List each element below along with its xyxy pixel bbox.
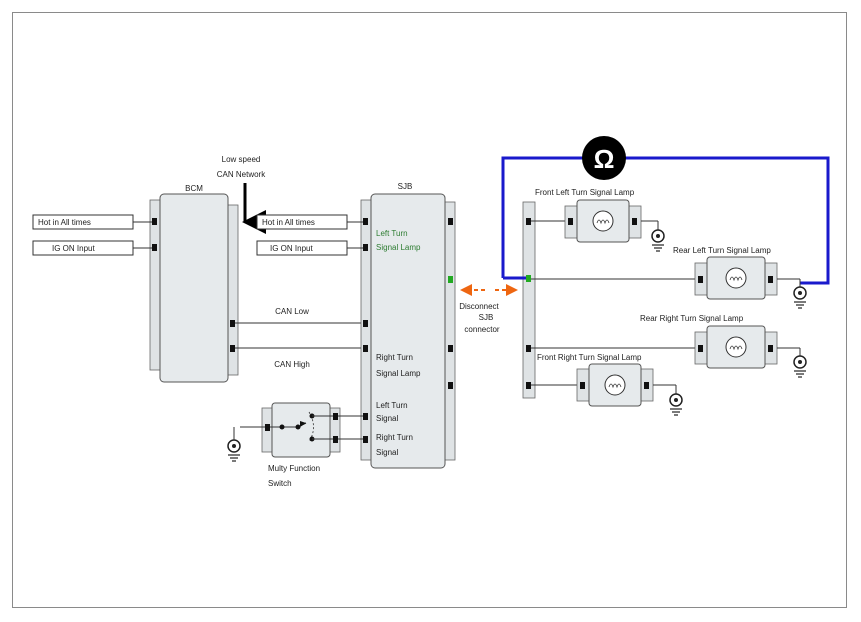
- svg-text:Left Turn: Left Turn: [376, 229, 408, 238]
- bcm-module: BCM: [149, 184, 239, 383]
- can-high-wire: CAN High: [235, 347, 363, 369]
- svg-text:CAN Low: CAN Low: [275, 307, 309, 316]
- svg-text:Front Left Turn Signal Lamp: Front Left Turn Signal Lamp: [535, 188, 635, 197]
- svg-text:SJB: SJB: [479, 313, 494, 322]
- svg-text:connector: connector: [464, 325, 499, 334]
- svg-text:IG ON Input: IG ON Input: [270, 244, 313, 253]
- bcm-input-hot: Hot in All times: [32, 214, 152, 230]
- svg-text:Disconnect: Disconnect: [459, 302, 499, 311]
- svg-text:Low speed: Low speed: [222, 155, 261, 164]
- svg-text:Multy Function: Multy Function: [268, 464, 320, 473]
- sjb-input-ig: IG ON Input: [256, 240, 363, 256]
- can-network-label: Low speed CAN Network: [217, 155, 266, 234]
- sjb-module: SJB Left Turn Signal Lamp Right Turn Sig…: [360, 182, 456, 469]
- svg-text:Front Right Turn Signal Lamp: Front Right Turn Signal Lamp: [537, 353, 642, 362]
- lamp-connector-strip: [522, 201, 536, 399]
- svg-text:Right Turn: Right Turn: [376, 433, 413, 442]
- svg-text:Rear Right Turn Signal Lamp: Rear Right Turn Signal Lamp: [640, 314, 744, 323]
- multi-function-switch: Multy Function Switch: [261, 402, 363, 488]
- svg-text:Left Turn: Left Turn: [376, 401, 408, 410]
- svg-text:Hot in All times: Hot in All times: [262, 218, 315, 227]
- svg-text:Ω: Ω: [594, 144, 615, 174]
- ohmmeter-icon: Ω: [582, 136, 626, 180]
- diagram-frame: [12, 12, 847, 608]
- switch-ground-icon: [227, 426, 265, 462]
- front-left-lamp: Front Left Turn Signal Lamp: [531, 188, 665, 252]
- svg-text:IG ON Input: IG ON Input: [52, 244, 95, 253]
- sjb-active-pin: [448, 276, 453, 283]
- rear-right-lamp: Rear Right Turn Signal Lamp: [531, 314, 807, 378]
- svg-text:CAN High: CAN High: [274, 360, 310, 369]
- svg-text:Rear Left Turn Signal Lamp: Rear Left Turn Signal Lamp: [673, 246, 771, 255]
- bcm-title: BCM: [185, 184, 203, 193]
- svg-text:Switch: Switch: [268, 479, 292, 488]
- disconnect-indicator: Disconnect SJB connector: [459, 284, 518, 334]
- rear-left-lamp: Rear Left Turn Signal Lamp: [531, 246, 807, 309]
- bcm-input-ig: IG ON Input: [32, 240, 152, 256]
- svg-text:Signal Lamp: Signal Lamp: [376, 369, 421, 378]
- svg-text:Right Turn: Right Turn: [376, 353, 413, 362]
- svg-text:Hot in All times: Hot in All times: [38, 218, 91, 227]
- svg-text:Signal: Signal: [376, 448, 398, 457]
- ohmmeter-wire: [501, 156, 830, 285]
- svg-text:CAN Network: CAN Network: [217, 170, 266, 179]
- svg-text:Signal: Signal: [376, 414, 398, 423]
- front-right-lamp: Front Right Turn Signal Lamp: [531, 353, 683, 416]
- sjb-input-hot: Hot in All times: [256, 214, 363, 230]
- svg-text:Signal Lamp: Signal Lamp: [376, 243, 421, 252]
- sjb-title: SJB: [398, 182, 413, 191]
- can-low-wire: CAN Low: [235, 307, 363, 324]
